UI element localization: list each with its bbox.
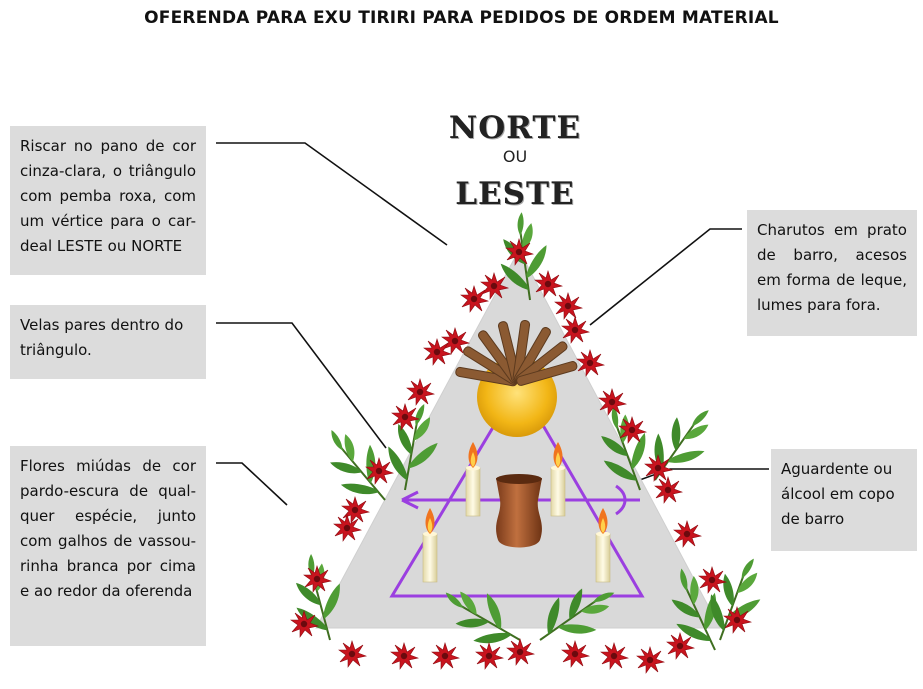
leader-flores <box>216 462 288 506</box>
flower-icon <box>338 640 367 668</box>
flower-icon <box>475 642 504 670</box>
cigar-icon <box>516 361 578 386</box>
note-charutos: Charutos em prato de barro, acesos em fo… <box>747 210 917 336</box>
leaf-branch-icon <box>634 393 727 495</box>
direction-norte: NORTE <box>448 110 582 146</box>
flower-icon <box>666 632 695 660</box>
leader-lines <box>216 142 769 516</box>
note-velas: Velas pares dentro do triângulo. <box>10 305 206 379</box>
flower-icon <box>460 285 489 313</box>
leader-riscar <box>216 142 448 246</box>
flower-icon <box>654 476 683 504</box>
flower-icon <box>431 642 460 670</box>
flower-icon <box>554 292 583 320</box>
direction-ou: OU <box>502 147 528 166</box>
note-flores: Flores miúdas de cor pardo-escura de qua… <box>10 446 206 646</box>
flower-icon <box>561 640 590 668</box>
note-aguardente: Aguardente ou álcool em copo de barro <box>771 449 917 551</box>
flower-icon <box>406 378 435 406</box>
flower-icon <box>423 338 452 366</box>
cigars-fan <box>455 319 578 387</box>
leader-charutos <box>589 228 742 326</box>
flower-icon <box>390 642 419 670</box>
cloth-triangle <box>315 248 721 629</box>
flower-icon <box>636 646 665 674</box>
note-riscar: Riscar no pano de cor cinza-clara, o tri… <box>10 126 206 275</box>
flower-icon <box>391 403 420 431</box>
flower-icon <box>698 566 727 594</box>
flower-icon <box>506 638 535 666</box>
direction-leste: LESTE <box>455 176 575 212</box>
flower-icon <box>673 520 702 548</box>
flower-icon <box>600 642 629 670</box>
leader-velas <box>216 322 387 449</box>
leaf-branch-icon <box>696 548 774 650</box>
page-title: OFERENDA PARA EXU TIRIRI PARA PEDIDOS DE… <box>144 8 779 28</box>
clay-cup-icon <box>496 474 542 548</box>
flower-icon <box>333 514 362 542</box>
